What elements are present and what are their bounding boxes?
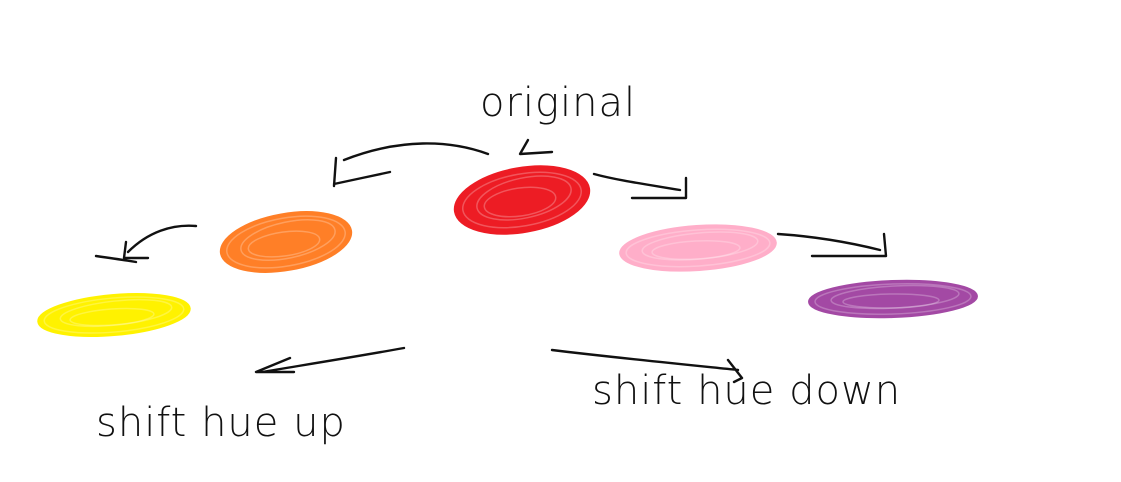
arrow-original-to-red bbox=[518, 138, 554, 156]
label-original: original bbox=[480, 80, 636, 126]
arrow-orange-to-yellow bbox=[94, 224, 198, 264]
arrow-shift-down bbox=[550, 348, 744, 384]
blob-orange bbox=[219, 211, 353, 273]
label-shift-hue-up: shift hue up bbox=[96, 400, 346, 446]
arrow-pink-to-purple bbox=[776, 232, 888, 258]
blob-yellow bbox=[37, 293, 191, 337]
blob-purple bbox=[808, 279, 978, 319]
label-shift-hue-down: shift hue down bbox=[592, 368, 901, 414]
arrow-red-to-orange bbox=[332, 142, 490, 188]
arrow-shift-up bbox=[254, 346, 406, 374]
arrow-red-to-pink bbox=[592, 172, 688, 200]
blob-original-red bbox=[453, 165, 591, 235]
blob-pink bbox=[619, 224, 777, 272]
